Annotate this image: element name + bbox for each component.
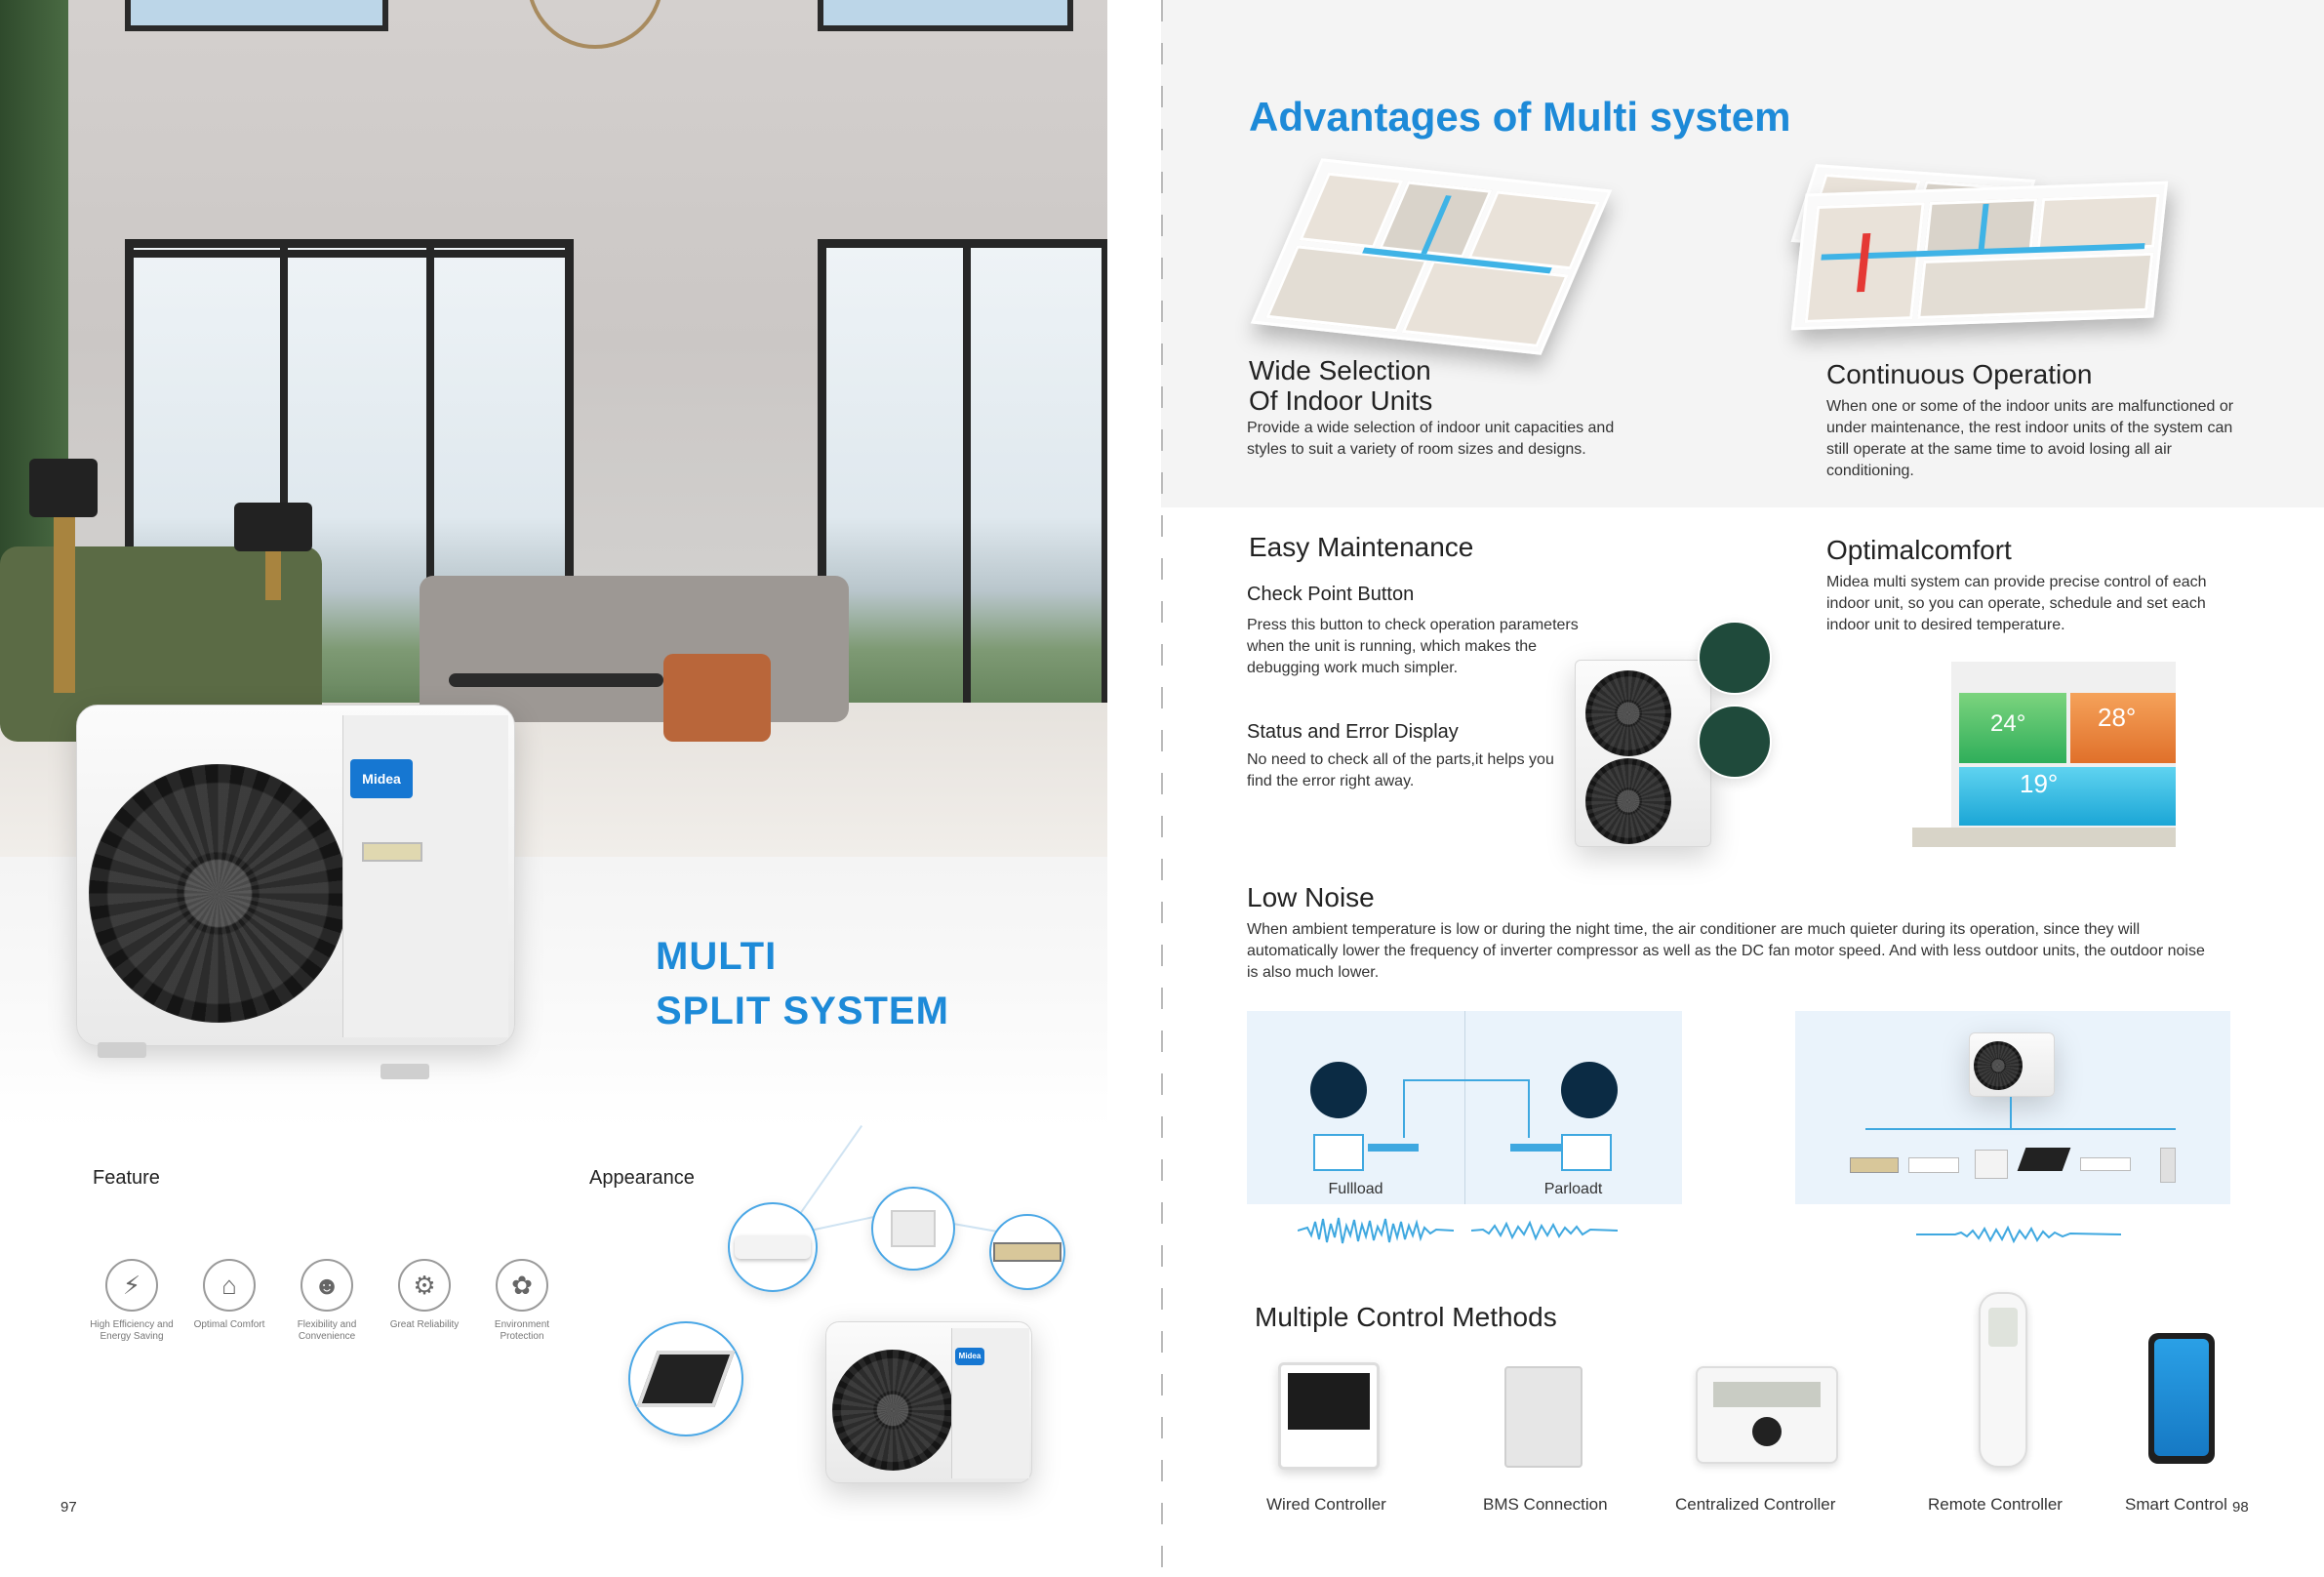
bms-connection-label: BMS Connection <box>1483 1495 1608 1514</box>
page-number-right: 98 <box>2232 1499 2249 1516</box>
page-number-left: 97 <box>60 1499 77 1516</box>
low-noise-heading: Low Noise <box>1247 882 1375 912</box>
status-error-body: No need to check all of the parts,it hel… <box>1247 751 1554 789</box>
fullload-noise-wave <box>1298 1217 1454 1244</box>
outdoor-unit-hero: Midea <box>76 705 515 1046</box>
low-noise-body: When ambient temperature is low or durin… <box>1247 921 2205 981</box>
wall-mounted-unit-bubble <box>728 1202 818 1292</box>
temp-green: 24° <box>1990 710 2026 737</box>
users-icon: ☻ <box>301 1259 353 1312</box>
load-comparison-diagram: Fullload Parloadt <box>1247 1011 1682 1204</box>
wired-controller-image <box>1278 1362 1380 1470</box>
partload-label: Parloadt <box>1543 1181 1603 1197</box>
page-title-left: MULTI SPLIT SYSTEM <box>656 929 949 1038</box>
right-window <box>818 239 1107 747</box>
error-display-closeup <box>1698 705 1772 779</box>
title-line-1: MULTI <box>656 935 778 978</box>
floorplan-illustration-2 <box>1790 181 2169 331</box>
status-error-heading: Status and Error Display <box>1247 721 1459 743</box>
feature-optimal-comfort: ⌂ Optimal Comfort <box>180 1259 278 1331</box>
grey-sofa <box>420 576 849 722</box>
temp-orange: 28° <box>2098 703 2137 732</box>
centralized-controller-label: Centralized Controller <box>1675 1495 1836 1514</box>
page-fold <box>1161 0 1163 1577</box>
fan-grille <box>89 764 347 1023</box>
right-page: Advantages of Multi system Wide Selectio… <box>1161 0 2324 1577</box>
reliability-icon: ⚙ <box>398 1259 451 1312</box>
console-unit-bubble <box>871 1187 955 1271</box>
feature-heading: Feature <box>93 1167 160 1189</box>
feature-reliability: ⚙ Great Reliability <box>376 1259 473 1331</box>
quiet-noise-wave <box>1916 1225 2121 1244</box>
environment-icon: ✿ <box>496 1259 548 1312</box>
continuous-operation-body: When one or some of the indoor units are… <box>1826 398 2234 479</box>
orange-chair <box>663 654 771 742</box>
maintenance-outdoor-unit <box>1575 660 1711 847</box>
remote-controller-image <box>1979 1292 2027 1468</box>
check-point-body: Press this button to check operation par… <box>1247 617 1579 676</box>
control-methods-heading: Multiple Control Methods <box>1255 1302 1557 1332</box>
left-page: Midea MULTI SPLIT SYSTEM Feature Appeara… <box>0 0 1161 1577</box>
nameplate <box>362 842 422 862</box>
living-room-photo <box>0 0 1107 857</box>
midea-logo: Midea <box>350 759 413 798</box>
optimal-comfort-body: Midea multi system can provide precise c… <box>1826 574 2207 633</box>
single-outdoor-multi-indoor-diagram <box>1795 1011 2230 1204</box>
easy-maintenance-heading: Easy Maintenance <box>1249 532 1474 562</box>
continuous-operation-heading: Continuous Operation <box>1826 359 2093 389</box>
bms-gateway-image <box>1504 1366 1583 1468</box>
house-temperature-illustration: 24° 28° 19° <box>1912 652 2176 847</box>
outdoor-unit-small: Midea <box>825 1321 1032 1483</box>
title-line-2: SPLIT SYSTEM <box>656 990 949 1032</box>
smartphone-image <box>2148 1333 2215 1464</box>
centralized-controller-image <box>1696 1366 1838 1464</box>
pcb-button-closeup <box>1698 621 1772 695</box>
duct-unit-bubble <box>989 1214 1065 1290</box>
fullload-label: Fullload <box>1328 1181 1383 1197</box>
partload-noise-wave <box>1471 1220 1618 1241</box>
check-point-heading: Check Point Button <box>1247 584 1415 605</box>
smart-control-label: Smart Control <box>2125 1495 2227 1514</box>
temp-blue: 19° <box>2020 769 2059 798</box>
pendant-light <box>527 0 663 49</box>
remote-controller-label: Remote Controller <box>1928 1495 2063 1514</box>
energy-saving-icon: ⚡ <box>105 1259 158 1312</box>
appearance-heading: Appearance <box>589 1167 695 1189</box>
wide-selection-heading: Wide Selection Of Indoor Units <box>1249 355 1433 416</box>
page-title-right: Advantages of Multi system <box>1249 94 1791 140</box>
coffee-table <box>449 673 663 687</box>
optimal-comfort-heading: Optimalcomfort <box>1826 535 2012 565</box>
wide-selection-body: Provide a wide selection of indoor unit … <box>1247 420 1615 458</box>
comfort-icon: ⌂ <box>203 1259 256 1312</box>
wired-controller-label: Wired Controller <box>1266 1495 1386 1514</box>
cassette-unit-bubble <box>628 1321 743 1436</box>
